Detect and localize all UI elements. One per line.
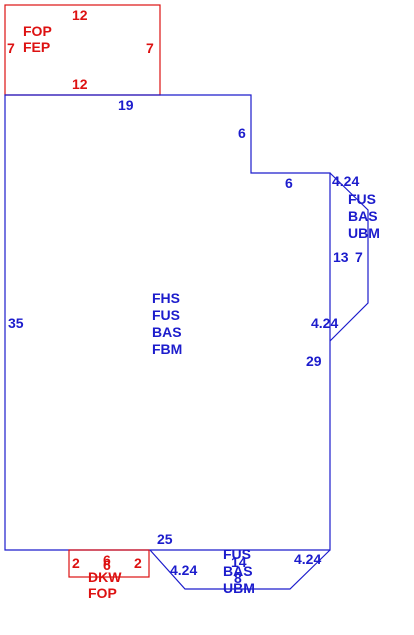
bottom-addition-label-3: UBM: [223, 580, 255, 596]
dim-bottom-porch-bottom: 6: [103, 557, 111, 573]
right-addition-outline: [329, 172, 369, 342]
main-area-label-1: FHS: [152, 290, 180, 306]
dim-bottom-porch-right: 2: [134, 555, 142, 571]
right-addition-label-3: UBM: [348, 225, 380, 241]
dim-right-add-outer: 7: [355, 249, 363, 265]
right-addition-label-2: BAS: [348, 208, 378, 224]
dim-bottom-add-bottom: 8: [234, 570, 242, 586]
dim-bottom-add-top: 14: [231, 554, 247, 570]
dim-right-add-top-diag: 4.24: [332, 173, 359, 189]
right-addition-label-1: FUS: [348, 191, 376, 207]
dim-right-add-inner: 13: [333, 249, 349, 265]
dim-main-top: 19: [118, 97, 134, 113]
bottom-porch-outline: [68, 549, 150, 578]
bottom-porch-label-1: DKW: [88, 569, 122, 585]
bottom-addition-outline: [149, 549, 331, 590]
main-area-label-2: FUS: [152, 307, 180, 323]
dim-top-porch-right: 7: [146, 40, 154, 56]
dim-top-porch-left: 7: [7, 40, 15, 56]
dim-main-left: 35: [8, 315, 24, 331]
main-area-label-3: BAS: [152, 324, 182, 340]
dim-bottom-add-left-diag: 4.24: [170, 562, 197, 578]
top-porch-label-2: FEP: [23, 39, 50, 55]
bottom-addition-label-1: FUS: [223, 546, 251, 562]
top-porch-label-1: FOP: [23, 23, 52, 39]
main-area-label-4: FBM: [152, 341, 182, 357]
dim-main-right: 29: [306, 353, 322, 369]
bottom-porch-label-2: FOP: [88, 585, 117, 601]
bottom-addition-label-2: BAS: [223, 563, 253, 579]
dim-main-bottom: 25: [157, 531, 173, 547]
dim-bottom-porch-top: 6: [103, 552, 111, 568]
dim-top-porch-bottom: 12: [72, 76, 88, 92]
dim-main-step-across: 6: [285, 175, 293, 191]
dim-bottom-add-right-diag: 4.24: [294, 551, 321, 567]
dim-main-step-down: 6: [238, 125, 246, 141]
dim-top-porch-top: 12: [72, 7, 88, 23]
dim-bottom-porch-left: 2: [72, 555, 80, 571]
dim-right-add-bottom-diag: 4.24: [311, 315, 338, 331]
